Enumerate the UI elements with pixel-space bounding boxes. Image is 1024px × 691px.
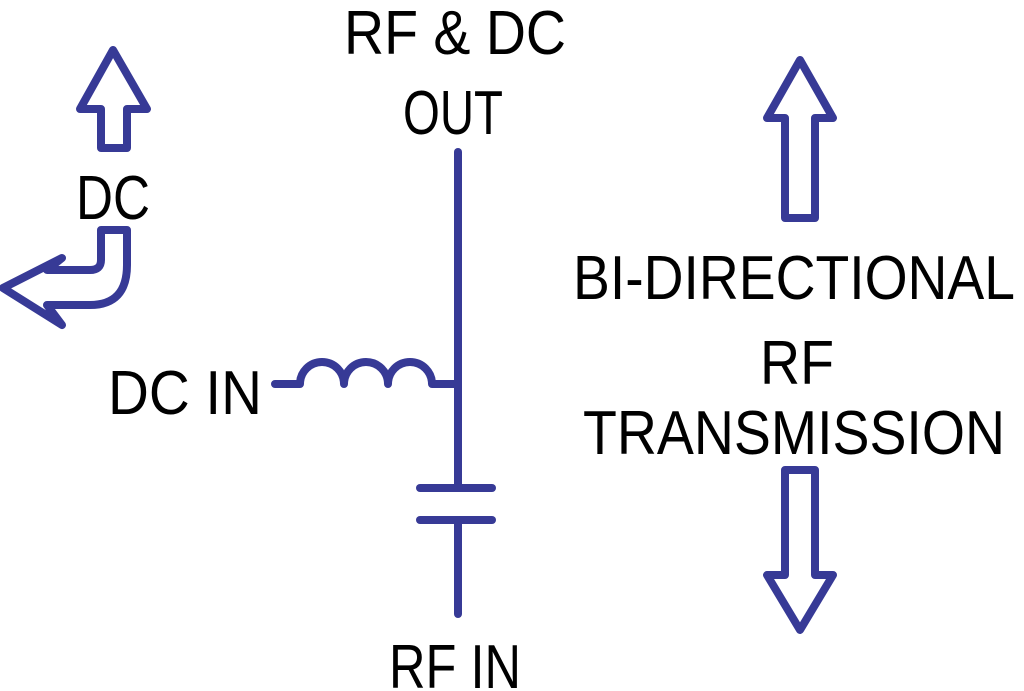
inductor-wire [271,358,460,388]
dc-bent-arrow-icon [0,226,131,329]
dc-up-arrow-icon [76,46,151,152]
rf-dc-out-label: RF & DC [344,0,566,68]
bidirectional-label: BI-DIRECTIONAL [573,244,1015,313]
rf-up-arrow-icon [763,56,837,222]
transmission-label: TRANSMISSION [583,399,1005,468]
rf-in-label: RF IN [389,633,521,691]
rf-label: RF [760,329,834,398]
rf-down-arrow-icon [763,466,837,634]
dc-label: DC [76,164,150,233]
out-label: OUT [403,79,503,148]
dc-in-label: DC IN [108,359,262,428]
